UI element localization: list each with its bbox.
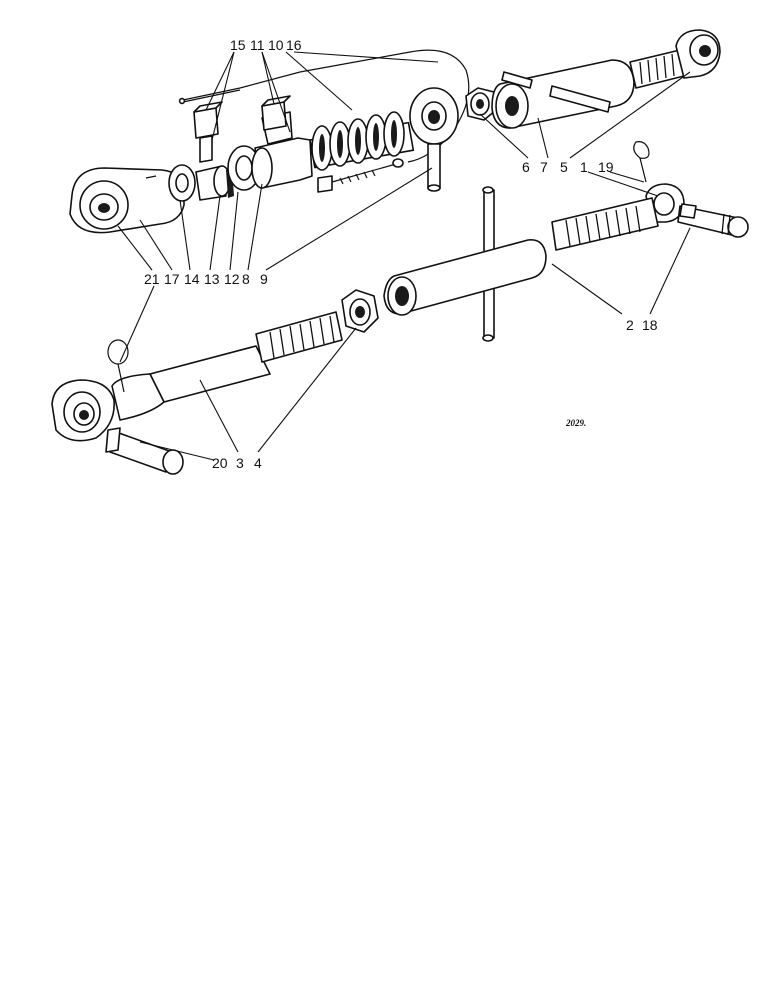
callouts-mid-right: 2 18 — [626, 317, 658, 333]
cable-end — [178, 97, 186, 105]
threaded-rod-mid — [551, 197, 659, 251]
callout-7: 7 — [540, 159, 548, 175]
callout-18: 18 — [642, 317, 658, 333]
callouts-left: 21 17 14 13 12 8 9 — [144, 271, 268, 287]
lower-assembly — [51, 186, 691, 475]
callout-4: 4 — [254, 455, 262, 471]
callouts-bottom: 20 3 4 — [212, 455, 262, 471]
linch-pin-lower — [107, 339, 129, 393]
callout-3: 3 — [236, 455, 244, 471]
link-pin — [105, 427, 184, 475]
washer — [168, 164, 196, 202]
callout-1: 1 — [580, 159, 588, 175]
callout-9: 9 — [260, 271, 268, 287]
upper-right-eye — [629, 29, 721, 89]
drawing-reference: 2029. — [565, 418, 586, 428]
adjuster-barrel — [383, 186, 547, 342]
callouts-right: 6 7 5 1 19 — [522, 159, 614, 175]
callout-21: 21 — [144, 271, 160, 287]
callout-20: 20 — [212, 455, 228, 471]
callout-12: 12 — [224, 271, 240, 287]
callout-16: 16 — [286, 37, 302, 53]
callout-19: 19 — [598, 159, 614, 175]
lock-nut-upper — [465, 87, 497, 121]
lower-leader-lines — [119, 227, 691, 461]
shaft-collar — [195, 145, 261, 201]
lower-link — [111, 311, 343, 421]
upper-barrel — [491, 59, 635, 129]
cable-clip — [317, 158, 404, 193]
linch-pin — [633, 141, 650, 183]
upper-assembly — [69, 29, 749, 271]
lower-ball-end — [51, 379, 115, 442]
callout-5: 5 — [560, 159, 568, 175]
callout-15: 15 — [230, 37, 246, 53]
clamp-block-11 — [261, 95, 291, 131]
ball-end-with-pin — [645, 183, 749, 238]
callout-2: 2 — [626, 317, 634, 333]
callouts-top: 15 11 10 16 — [230, 37, 302, 53]
callout-10: 10 — [268, 37, 284, 53]
left-ball-end — [69, 167, 185, 234]
callout-17: 17 — [164, 271, 180, 287]
end-cap — [409, 87, 459, 192]
upper-leader-lines — [117, 51, 691, 271]
callout-8: 8 — [242, 271, 250, 287]
callout-11: 11 — [250, 37, 265, 53]
lock-nut-lower — [341, 289, 379, 333]
spring — [309, 111, 415, 171]
callout-6: 6 — [522, 159, 530, 175]
callout-13: 13 — [204, 271, 220, 287]
clamp-block-15 — [193, 101, 223, 163]
callout-14: 14 — [184, 271, 200, 287]
